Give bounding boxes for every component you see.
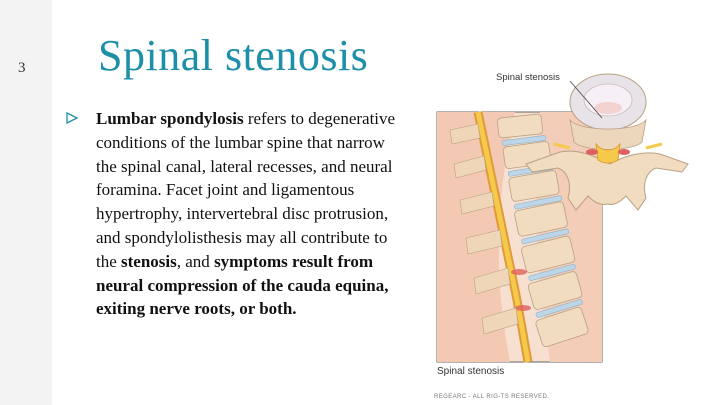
spine-illustration-graphic [436, 73, 689, 363]
spine-illustration: Spinal stenosis Spinal stenosis REGEARC … [420, 60, 720, 405]
figure-label-axial: Spinal stenosis [496, 72, 560, 83]
body-text-run: refers to degenerative conditions of the… [96, 109, 396, 271]
figure-label-sagittal: Spinal stenosis [437, 366, 505, 377]
body-term-stenosis: stenosis [121, 251, 177, 271]
side-band [0, 0, 52, 405]
body-text-run: , and [176, 251, 215, 271]
slide-title: Spinal stenosis [98, 31, 369, 80]
body-emphasis-symptoms: symptoms result from neural compression … [96, 251, 389, 319]
callout-line [569, 80, 603, 119]
body-paragraph: Lumbar spondylosis refers to degenerativ… [96, 107, 408, 321]
slide-number: 3 [18, 60, 26, 76]
bullet-triangle-icon [66, 112, 78, 124]
body-term-lumbar-spondylosis: Lumbar spondylosis [96, 109, 244, 128]
figure-copyright: REGEARC - ALL RIG-TS RESERVED. [434, 394, 550, 400]
